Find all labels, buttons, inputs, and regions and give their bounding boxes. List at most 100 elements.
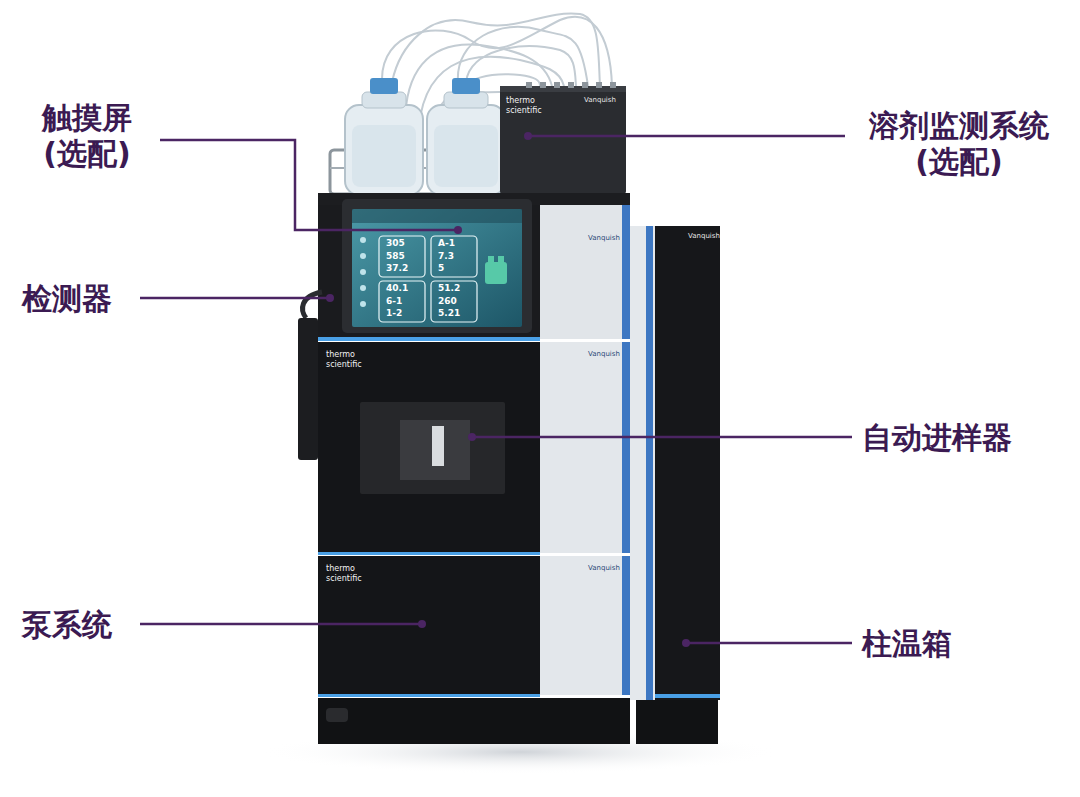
leader-lines-part bbox=[160, 140, 456, 230]
screen-value: 585 bbox=[386, 251, 405, 262]
touch-screen-part bbox=[342, 199, 532, 333]
leader-dots-part bbox=[454, 226, 462, 234]
column-compartment-part bbox=[636, 700, 718, 744]
pump-module-part bbox=[540, 556, 624, 695]
solvent-bottles-part bbox=[427, 105, 505, 195]
callout-label: 触摸屏 (选配) bbox=[22, 100, 152, 172]
autosampler-module-part bbox=[540, 342, 624, 553]
solvent-tubing-part bbox=[382, 17, 612, 86]
detector-module-part bbox=[540, 205, 624, 339]
column-compartment-part bbox=[655, 226, 720, 700]
screen-value: 1-2 bbox=[386, 308, 402, 319]
screen-value: 5 bbox=[438, 263, 444, 274]
leader-dots-part bbox=[418, 620, 426, 628]
leader-lines-part bbox=[530, 135, 845, 138]
detector-module-part bbox=[622, 205, 630, 339]
callout-label: 检测器 bbox=[22, 281, 112, 317]
solvent-tubing-part bbox=[458, 27, 588, 86]
base-plinth-part bbox=[326, 708, 348, 722]
screen-value: 260 bbox=[438, 296, 457, 307]
brand-text: thermo scientific bbox=[326, 564, 376, 583]
autosampler-module bbox=[318, 342, 630, 555]
screen-value: 37.2 bbox=[386, 263, 408, 274]
detector-module-part bbox=[318, 337, 540, 341]
autosampler-module-part bbox=[360, 402, 505, 494]
screen-value: 40.1 bbox=[386, 283, 408, 294]
pump-module-part bbox=[318, 556, 540, 695]
touch-screen-part bbox=[498, 256, 504, 264]
model-text: Vanquish bbox=[584, 96, 616, 104]
solvent-monitor-box-part bbox=[500, 86, 626, 92]
solvent-monitor-box-part bbox=[610, 82, 616, 88]
autosampler-module-part bbox=[318, 342, 540, 553]
column-compartment bbox=[630, 226, 720, 744]
touch-screen-part bbox=[379, 236, 425, 277]
pump-module-part bbox=[622, 556, 630, 695]
touch-screen-part bbox=[352, 209, 522, 223]
touch-screen-part bbox=[360, 237, 366, 243]
column-compartment-part bbox=[630, 226, 720, 700]
leader-lines-part bbox=[140, 297, 328, 300]
touch-screen bbox=[342, 199, 532, 333]
leader-dots-part bbox=[326, 294, 334, 302]
touch-screen-part bbox=[379, 281, 425, 322]
touch-screen-part bbox=[488, 256, 494, 264]
autosampler-module-part bbox=[622, 342, 630, 553]
solvent-monitor-box bbox=[500, 82, 626, 194]
touch-screen-part bbox=[360, 285, 366, 291]
touch-screen-part bbox=[360, 301, 366, 307]
leader-lines bbox=[140, 136, 852, 643]
autosampler-module-part bbox=[432, 426, 444, 466]
touch-screen-part bbox=[360, 269, 366, 275]
screen-value: A-1 bbox=[438, 238, 455, 249]
solvent-bottles-part bbox=[434, 125, 498, 187]
touch-screen-part bbox=[360, 253, 366, 259]
pump-module bbox=[318, 556, 630, 697]
screen-value: 51.2 bbox=[438, 283, 460, 294]
base-plinth-part bbox=[318, 698, 630, 744]
callout-label: 溶剂监测系统 (选配) bbox=[852, 108, 1066, 180]
autosampler-module-part bbox=[400, 420, 470, 480]
leader-lines-part bbox=[688, 642, 852, 645]
leader-lines-part bbox=[474, 436, 852, 439]
leader-dots-part bbox=[682, 639, 690, 647]
solvent-monitor-box-part bbox=[596, 82, 602, 88]
callout-label: 自动进样器 bbox=[862, 420, 1012, 456]
pump-module-part bbox=[318, 694, 540, 697]
solvent-monitor-box-part bbox=[500, 86, 626, 194]
solvent-monitor-box-part bbox=[526, 82, 532, 88]
solvent-monitor-box-part bbox=[568, 82, 574, 88]
base-plinth bbox=[318, 698, 630, 744]
solvent-bottles-part bbox=[452, 78, 480, 94]
model-text: Vanquish bbox=[588, 564, 620, 572]
leader-dots-part bbox=[524, 132, 532, 140]
model-text: Vanquish bbox=[588, 234, 620, 242]
touch-screen-part bbox=[352, 209, 522, 327]
solvent-monitor-box-part bbox=[554, 82, 560, 88]
column-compartment-part bbox=[646, 226, 653, 700]
leader-lines-part bbox=[140, 623, 420, 626]
column-compartment-part bbox=[655, 694, 720, 698]
screen-value: 7.3 bbox=[438, 251, 454, 262]
solvent-bottles-part bbox=[352, 125, 416, 187]
brand-text: thermo scientific bbox=[506, 96, 556, 115]
touch-screen-part bbox=[431, 236, 477, 277]
solvent-monitor-box-part bbox=[540, 82, 546, 88]
model-text: Vanquish bbox=[588, 350, 620, 358]
detector-module-part bbox=[303, 292, 322, 318]
callout-label: 泵系统 bbox=[22, 607, 112, 643]
solvent-tubing-part bbox=[466, 46, 576, 86]
autosampler-module-part bbox=[318, 552, 540, 555]
screen-value: 5.21 bbox=[438, 308, 460, 319]
callout-label: 柱温箱 bbox=[862, 626, 952, 662]
screen-value: 305 bbox=[386, 238, 405, 249]
touch-screen-part bbox=[485, 262, 507, 284]
screen-value: 6-1 bbox=[386, 296, 402, 307]
solvent-monitor-box-part bbox=[582, 82, 588, 88]
solvent-bottles-part bbox=[362, 92, 406, 108]
touch-screen-part bbox=[431, 281, 477, 322]
solvent-bottles-part bbox=[370, 78, 398, 94]
leader-dots-part bbox=[468, 433, 476, 441]
solvent-bottles-part bbox=[345, 105, 423, 195]
